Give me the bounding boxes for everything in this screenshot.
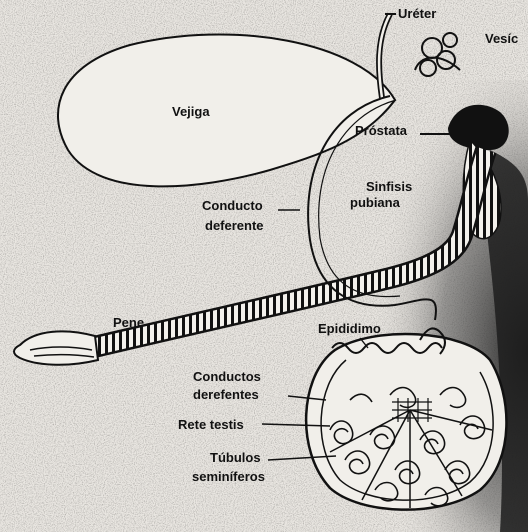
label-derefentes: derefentes: [193, 388, 259, 402]
label-tubulos: Túbulos: [210, 451, 261, 465]
label-prostata: Próstata: [355, 124, 407, 138]
label-conducto: Conducto: [202, 199, 263, 213]
label-vejiga: Vejiga: [172, 105, 210, 119]
label-sinfisis: Sinfisis: [366, 180, 412, 194]
label-conductos: Conductos: [193, 370, 261, 384]
label-seminiferos: seminíferos: [192, 470, 265, 484]
label-epididimo: Epididimo: [318, 322, 381, 336]
label-pubiana: pubiana: [350, 196, 400, 210]
rete-testis-mesh: [392, 398, 432, 422]
label-rete-testis: Rete testis: [178, 418, 244, 432]
label-pene: Pene: [113, 316, 144, 330]
label-vesicula: Vesíc: [485, 32, 518, 46]
label-ureter: Uréter: [398, 7, 436, 21]
label-deferente: deferente: [205, 219, 264, 233]
